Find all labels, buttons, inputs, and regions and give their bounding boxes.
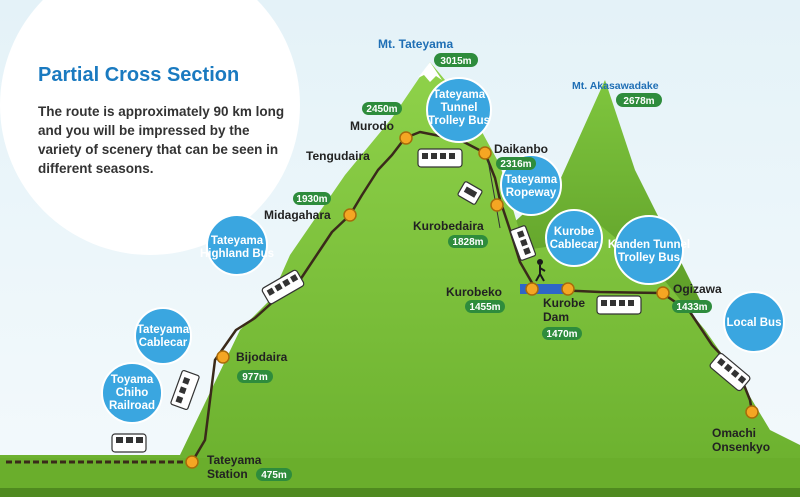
peak-name-akasawadake: Mt. Akasawadake	[572, 80, 659, 92]
station-label-kurobe-dam-line2: Dam	[543, 310, 569, 324]
peak-badge-akasawadake	[616, 93, 662, 107]
station-label-kurobedaira: Kurobedaira	[413, 219, 484, 233]
ropeway-gondola-icon	[457, 181, 483, 205]
elev-daikanbo: 2316m	[500, 159, 531, 170]
ground-base	[0, 488, 800, 497]
info-circle	[0, 0, 300, 255]
station-label-tateyama-line2: Station	[207, 467, 248, 481]
mountain-shape	[0, 62, 800, 485]
peak-elev-tateyama: 3015m	[440, 56, 471, 67]
info-body: The route is approximately 90 km long an…	[38, 104, 285, 176]
elev-tateyama: 475m	[261, 470, 287, 481]
badge-midagahara	[293, 192, 331, 205]
station-label-omachi: Omachi Onsenkyo	[712, 426, 770, 454]
station-label-kurobe-dam-line1: Kurobe	[543, 296, 585, 310]
station-dot-bijodaira[interactable]	[216, 350, 230, 364]
kurobe-dam-bar	[520, 284, 565, 294]
station-label-daikanbo: Daikanbo	[494, 142, 548, 156]
badge-bijodaira	[237, 370, 273, 383]
local-bus-icon	[709, 352, 751, 392]
highland-bus-icon	[261, 269, 305, 305]
station-label-tateyama-line1: Tateyama	[207, 453, 262, 467]
bubble-local-bus[interactable]: Local Bus	[723, 291, 785, 353]
peak-name-tateyama: Mt. Tateyama	[378, 37, 453, 51]
station-label-murodo: Murodo	[350, 119, 394, 133]
peak-elev-akasawadake: 2678m	[623, 96, 654, 107]
elev-murodo: 2450m	[366, 104, 397, 115]
station-label-omachi-line2: Onsenkyo	[712, 440, 770, 454]
station-label-kurobe-dam: Kurobe Dam	[543, 296, 588, 324]
badge-kurobedaira	[448, 235, 488, 248]
elev-bijodaira: 977m	[242, 372, 268, 383]
station-label-kurobeko: Kurobeko	[446, 285, 502, 299]
svg-text:Local Bus: Local Bus	[727, 317, 782, 329]
info-title: Partial Cross Section	[38, 64, 240, 86]
station-label-tengudaira: Tengudaira	[306, 149, 370, 163]
elev-ogizawa: 1433m	[676, 302, 707, 313]
elev-midagahara: 1930m	[296, 194, 327, 205]
station-dot-kurobedaira[interactable]	[490, 198, 504, 212]
station-dot-ogizawa[interactable]	[656, 286, 670, 300]
badge-murodo	[362, 102, 402, 115]
badge-ogizawa	[672, 300, 712, 313]
badge-kurobeko	[465, 300, 505, 313]
badge-tateyama	[256, 468, 292, 481]
ropeway-cable	[487, 159, 501, 229]
station-dot-kurobe-dam[interactable]	[561, 282, 575, 296]
tateyama-cablecar-icon	[170, 369, 200, 411]
station-label-midagahara: Midagahara	[264, 208, 331, 222]
station-dot-midagahara[interactable]	[343, 208, 357, 222]
peak-badge-tateyama	[434, 53, 478, 67]
badge-daikanbo	[496, 157, 536, 170]
station-dot-omachi[interactable]	[745, 405, 759, 419]
elev-kurobedaira: 1828m	[452, 237, 483, 248]
station-dot-kurobeko[interactable]	[525, 282, 539, 296]
station-label-omachi-line1: Omachi	[712, 426, 756, 440]
railroad-train-icon	[111, 433, 147, 453]
station-dot-tateyama[interactable]	[185, 455, 199, 469]
station-label-bijodaira: Bijodaira	[236, 350, 288, 364]
station-dot-daikanbo[interactable]	[478, 146, 492, 160]
snow-cap	[418, 62, 442, 82]
station-label-tateyama: Tateyama Station	[207, 453, 265, 481]
hiker-icon	[535, 259, 546, 282]
station-label-ogizawa: Ogizawa	[673, 282, 722, 296]
kanden-trolley-bus-icon	[596, 295, 642, 315]
badge-kurobe-dam	[542, 327, 582, 340]
tunnel-trolley-bus-icon	[417, 148, 463, 168]
kurobe-cablecar-icon	[509, 225, 537, 261]
elev-kurobeko: 1455m	[469, 302, 500, 313]
elev-kurobe-dam: 1470m	[546, 329, 577, 340]
station-dot-murodo[interactable]	[399, 131, 413, 145]
